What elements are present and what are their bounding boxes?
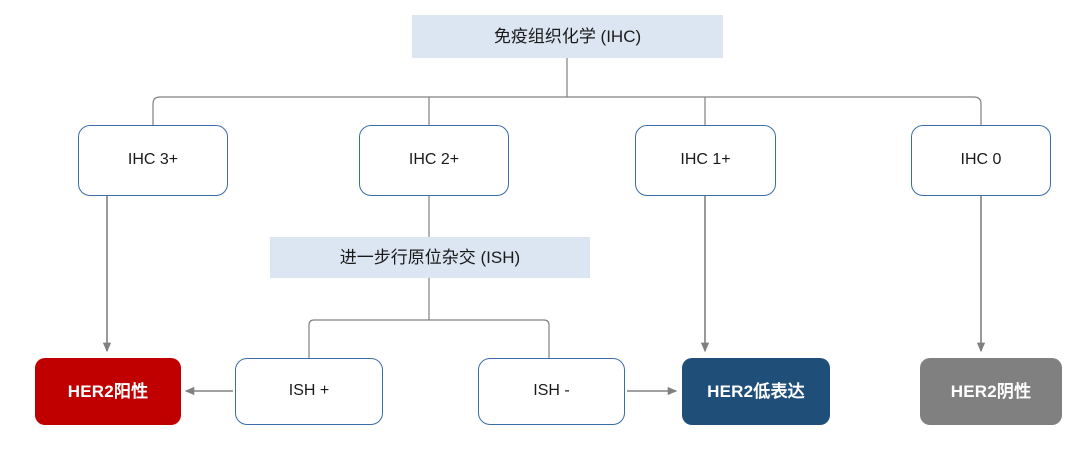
node-ish-negative[interactable]: ISH - xyxy=(478,358,625,425)
node-her2-low[interactable]: HER2低表达 xyxy=(682,358,830,425)
node-ish-positive-label: ISH + xyxy=(288,382,330,400)
node-ish-band-label: 进一步行原位杂交 (ISH) xyxy=(339,247,521,267)
node-ihc-header[interactable]: 免疫组织化学 (IHC) xyxy=(412,15,723,58)
node-ish-band[interactable]: 进一步行原位杂交 (ISH) xyxy=(270,237,590,278)
node-her2-positive-label: HER2阳性 xyxy=(67,381,149,401)
node-ihc-1-plus-label: IHC 1+ xyxy=(680,151,731,169)
node-ihc-3-plus[interactable]: IHC 3+ xyxy=(78,125,228,196)
connector-ihc-branch-bar xyxy=(152,96,982,125)
node-her2-negative[interactable]: HER2阴性 xyxy=(920,358,1062,425)
node-ihc-0-label: IHC 0 xyxy=(960,151,1002,169)
connector-ish-split-bar xyxy=(308,319,550,358)
node-ihc-0[interactable]: IHC 0 xyxy=(911,125,1051,196)
node-ish-negative-label: ISH - xyxy=(533,382,570,400)
node-her2-negative-label: HER2阴性 xyxy=(950,381,1032,401)
node-ihc-1-plus[interactable]: IHC 1+ xyxy=(635,125,776,196)
node-her2-low-label: HER2低表达 xyxy=(707,381,805,401)
node-ihc-2-plus-label: IHC 2+ xyxy=(408,151,460,169)
node-ihc-3-plus-label: IHC 3+ xyxy=(127,151,179,169)
node-ihc-2-plus[interactable]: IHC 2+ xyxy=(359,125,509,196)
node-her2-positive[interactable]: HER2阳性 xyxy=(35,358,181,425)
node-ihc-header-label: 免疫组织化学 (IHC) xyxy=(493,26,642,46)
node-ish-positive[interactable]: ISH + xyxy=(235,358,383,425)
